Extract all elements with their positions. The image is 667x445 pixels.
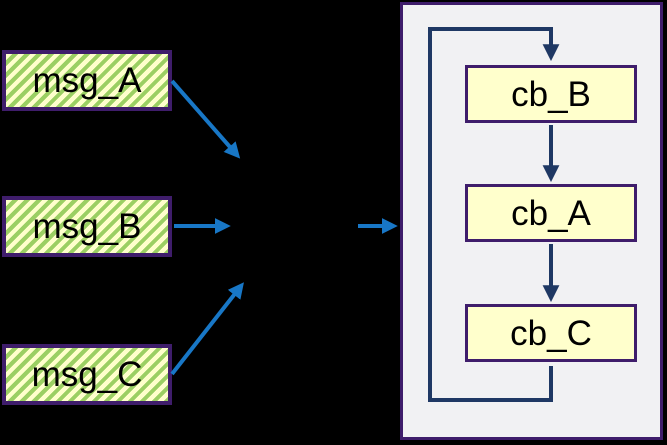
msg-a-label: msg_A <box>32 61 142 100</box>
cb-c-label: cb_C <box>510 313 592 353</box>
msg-b-box: msg_B <box>2 196 172 257</box>
fan-arrow-msg-a <box>170 79 241 159</box>
msg-b-label: msg_B <box>32 207 142 246</box>
msg-a-box: msg_A <box>2 50 172 111</box>
cb-c-box: cb_C <box>465 304 637 362</box>
cb-b-box: cb_B <box>465 65 637 123</box>
fan-arrow-msg-c <box>170 282 244 376</box>
msg-c-label: msg_C <box>31 355 143 394</box>
cb-a-box: cb_A <box>465 184 637 242</box>
msg-c-box: msg_C <box>2 344 172 405</box>
cb-b-label: cb_B <box>511 74 591 114</box>
cb-a-label: cb_A <box>511 193 591 233</box>
